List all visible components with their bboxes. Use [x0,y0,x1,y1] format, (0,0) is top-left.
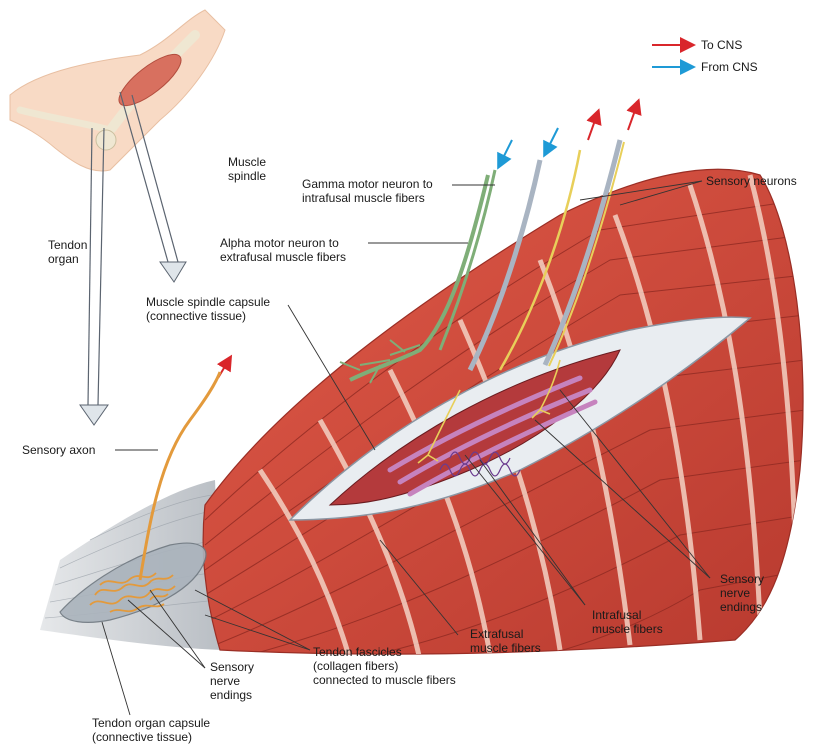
legend [652,45,692,67]
arm-inset [10,10,225,171]
label-sensory-axon: Sensory axon [22,443,95,457]
tendon-pointer-head [80,405,108,425]
legend-from-cns-label: From CNS [701,60,758,74]
spindle-pointer-head [160,262,186,282]
label-tendon-organ-capsule: Tendon organ capsule(connective tissue) [92,716,210,744]
label-spindle-capsule: Muscle spindle capsule(connective tissue… [146,295,270,323]
label-sensory-neurons: Sensory neurons [706,174,797,188]
from-cns-arrow-2 [545,128,558,154]
to-cns-arrow-2 [628,102,638,130]
legend-to-cns-label: To CNS [701,38,742,52]
label-tendon-fascicles: Tendon fascicles(collagen fibers)connect… [313,645,456,687]
from-cns-arrow-1 [499,140,512,166]
elbow-joint [96,130,116,150]
to-cns-arrow-1 [588,112,598,140]
